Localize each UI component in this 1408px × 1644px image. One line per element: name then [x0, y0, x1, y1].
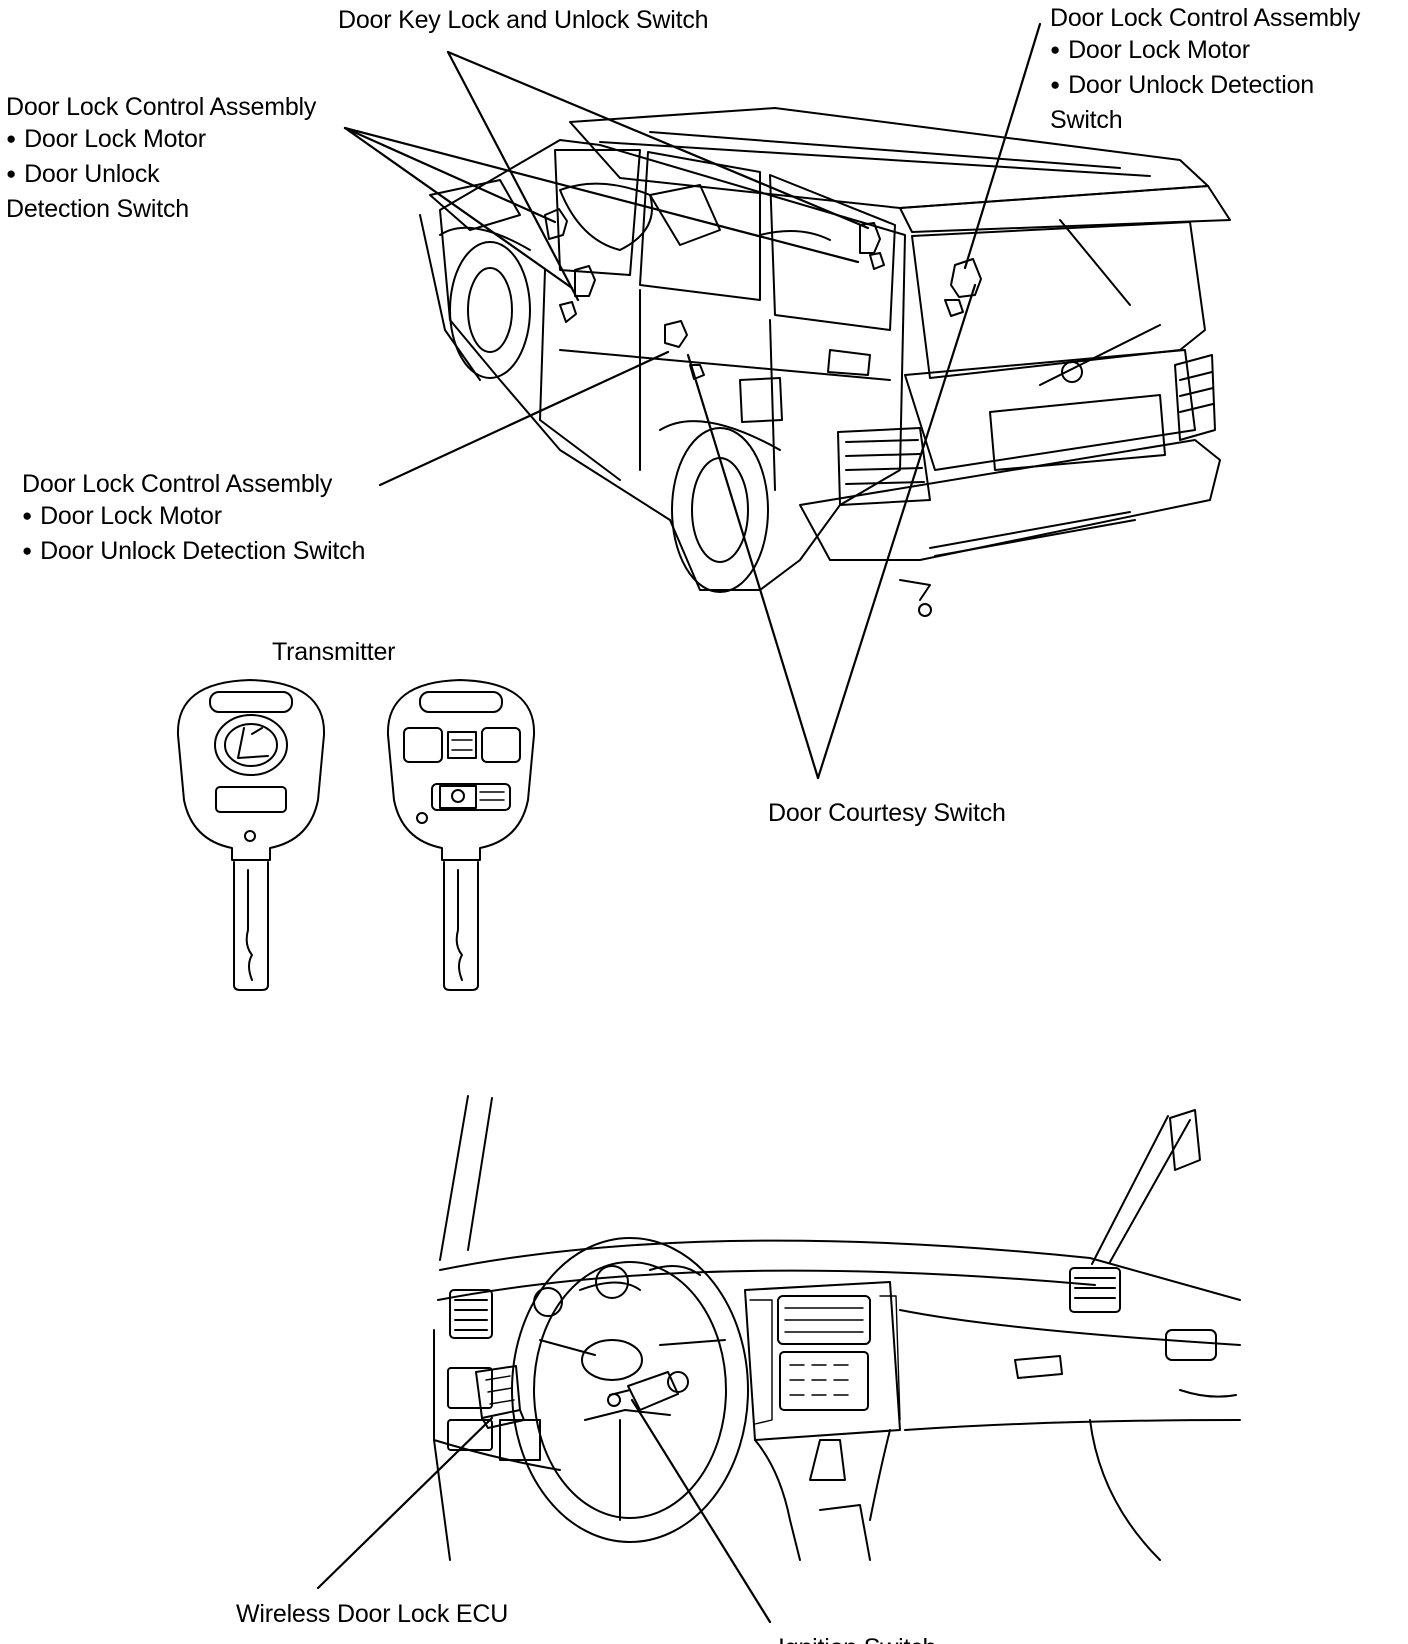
transmitter-back	[388, 680, 534, 990]
door-key-lock-unlock-switch-label: Door Key Lock and Unlock Switch	[338, 6, 709, 34]
door-lock-control-assembly-label-top-right: Door Lock Control Assembly Door Lock Mot…	[1050, 2, 1360, 136]
dashboard-illustration	[434, 1096, 1240, 1560]
door-lock-control-assembly-label-mid-left: Door Lock Control Assembly Door Lock Mot…	[22, 468, 365, 570]
wireless-door-lock-ecu-label: Wireless Door Lock ECU	[236, 1600, 509, 1628]
vehicle-illustration	[420, 108, 1230, 616]
leader-lines-lower	[318, 1400, 770, 1622]
door-lock-control-assembly-label-left: Door Lock Control Assembly Door Lock Mot…	[6, 91, 316, 225]
transmitter-front	[178, 680, 324, 990]
door-courtesy-switch-label: Door Courtesy Switch	[768, 799, 1006, 827]
ignition-switch-label: Ignition Switch	[778, 1632, 936, 1644]
transmitter-label: Transmitter	[272, 638, 396, 666]
leader-lines-upper	[345, 24, 1040, 778]
